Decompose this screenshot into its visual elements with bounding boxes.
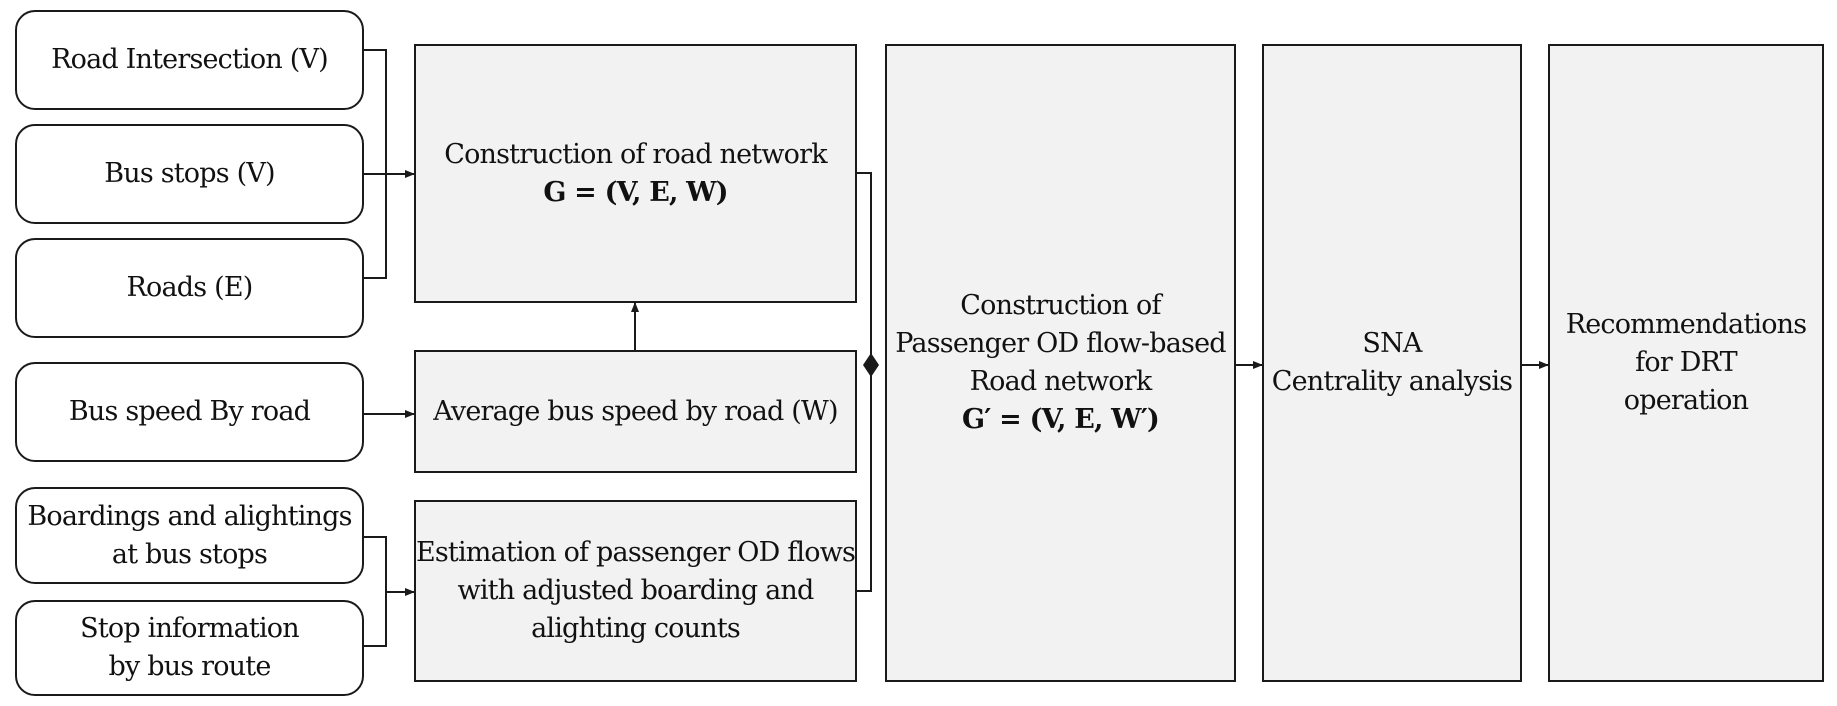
recommendations-line2: for DRT [1635,347,1737,379]
bracket-bottom-inputs [364,536,387,647]
input-stop-information: Stop information by bus route [15,600,364,696]
od-estimation-line2: with adjusted boarding and [457,575,815,607]
input-roads-label: Roads (E) [126,272,254,304]
od-estimation-line1: Estimation of passenger OD flows [415,537,856,569]
input-stop-info-line1: Stop information [80,613,299,645]
input-boardings-alightings: Boardings and alightings at bus stops [15,487,364,584]
average-bus-speed-label: Average bus speed by road (W) [433,395,838,427]
input-bus-stops-label: Bus stops (V) [104,158,275,190]
od-network-line2: Passenger OD flow-based [895,328,1226,360]
od-network-line1: Construction of [960,290,1161,322]
input-boardings-line1: Boardings and alightings [27,500,352,532]
construction-road-network-box: Construction of road network G = (V, E, … [414,44,857,303]
input-road-intersection: Road Intersection (V) [15,10,364,110]
recommendations-box: Recommendations for DRT operation [1548,44,1824,682]
bracket-right-process [857,172,872,592]
road-network-formula: G = (V, E, W) [543,176,728,208]
input-bus-speed-label: Bus speed By road [68,396,311,428]
sna-line2: Centrality analysis [1271,366,1513,397]
input-bus-speed: Bus speed By road [15,362,364,462]
average-bus-speed-box: Average bus speed by road (W) [414,350,857,473]
od-network-line3: Road network [969,366,1153,397]
junction-diamond [863,353,879,377]
input-stop-info-line2: by bus route [108,651,271,682]
od-flow-road-network-box: Construction of Passenger OD flow-based … [885,44,1236,682]
od-estimation-line3: alighting counts [531,612,741,644]
input-roads: Roads (E) [15,238,364,338]
road-network-title: Construction of road network [444,138,827,170]
input-boardings-line2: at bus stops [111,538,268,570]
input-bus-stops: Bus stops (V) [15,124,364,224]
sna-line1: SNA [1362,328,1422,360]
bracket-top-inputs [364,49,387,279]
sna-centrality-box: SNA Centrality analysis [1262,44,1522,682]
input-road-intersection-label: Road Intersection (V) [51,44,329,76]
od-network-formula: G′ = (V, E, W′) [962,403,1160,435]
recommendations-line3: operation [1623,384,1749,416]
od-flow-estimation-box: Estimation of passenger OD flows with ad… [414,500,857,682]
recommendations-line1: Recommendations [1565,309,1807,341]
